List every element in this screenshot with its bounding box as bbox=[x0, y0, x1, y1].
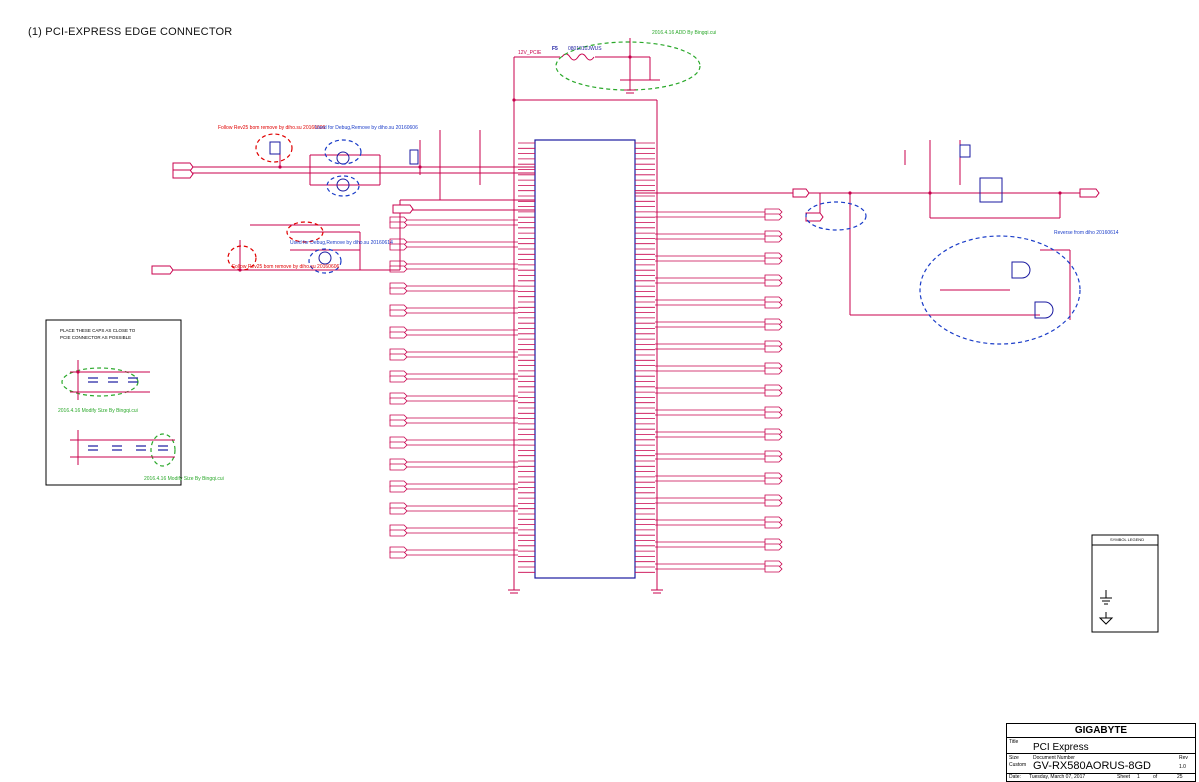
title-block-doc-row bbox=[1007, 753, 1195, 774]
modify-note-1: 2016.4.16 Modify Size By Bingqi.cui bbox=[58, 408, 138, 414]
tx-net-flag bbox=[764, 565, 783, 573]
decoupling-caps bbox=[70, 360, 175, 465]
rx-net-flag bbox=[389, 265, 408, 273]
rx-net-flag bbox=[389, 375, 408, 383]
tx-net-flag bbox=[764, 521, 783, 529]
doc-number-value: GV-RX580AORUS-8GD bbox=[1033, 760, 1151, 772]
rail-grounds bbox=[508, 89, 663, 594]
fuse-part-label: 0801010JWUS bbox=[568, 46, 602, 52]
decoupling-cap-plates bbox=[88, 377, 168, 451]
rx-net-flag bbox=[389, 287, 408, 295]
title-block-title-row bbox=[1007, 737, 1195, 754]
tx-net-flag bbox=[764, 499, 783, 507]
left-net-flags bbox=[151, 162, 414, 275]
right-net-flags bbox=[792, 188, 1100, 222]
rx-net-flag bbox=[389, 353, 408, 361]
rx-net-flag bbox=[389, 529, 408, 537]
rx-net-flag bbox=[389, 243, 408, 251]
tx-net-flag bbox=[764, 235, 783, 243]
rx-net-flag bbox=[389, 441, 408, 449]
right-pin-wires bbox=[635, 142, 783, 573]
company-name: GIGABYTE bbox=[1074, 725, 1128, 736]
modify-note-2: 2016.4.16 Modify Size By Bingqi.cui bbox=[144, 476, 224, 482]
title-value: PCI Express bbox=[1033, 742, 1089, 753]
rx-net-flag bbox=[389, 463, 408, 471]
tx-net-flag bbox=[764, 433, 783, 441]
tx-net-flag bbox=[764, 213, 783, 221]
rx-net-flag bbox=[389, 309, 408, 317]
top-left-circuit bbox=[170, 130, 535, 271]
fuse-ref-label: F5 bbox=[552, 46, 558, 52]
date-label: Date: bbox=[1009, 774, 1021, 780]
fuse-net-label: 12V_PCIE bbox=[518, 50, 542, 56]
ground-symbols bbox=[1098, 590, 1114, 625]
follow-rev-note-1: Follow Rev25 bom remove by diho.su 20160… bbox=[218, 125, 326, 131]
sheet-value: 1 bbox=[1137, 774, 1140, 780]
size-label: Size bbox=[1009, 755, 1019, 761]
tx-net-flag bbox=[764, 455, 783, 463]
left-pin-wires bbox=[389, 142, 535, 573]
sheet-total: 25 bbox=[1177, 774, 1183, 780]
add-note: 2016.4.16 ADD By Bingqi.cui bbox=[652, 30, 717, 36]
top-left-components bbox=[269, 141, 419, 265]
follow-rev-note-2: Follow Rev25 bom remove by diho.su 20160… bbox=[232, 264, 340, 270]
decoupling-caps-box bbox=[45, 319, 182, 486]
title-block: GIGABYTE Title PCI Express Size Custom D… bbox=[1006, 723, 1196, 782]
tx-net-flag bbox=[764, 301, 783, 309]
rx-net-flag bbox=[389, 507, 408, 515]
caps-note-2: PCIE CONNECTOR AS POSSIBLE bbox=[60, 335, 132, 340]
tx-net-flag bbox=[764, 367, 783, 375]
title-block-company-row bbox=[1007, 724, 1195, 738]
power-rails bbox=[513, 38, 660, 590]
rx-net-flag bbox=[389, 551, 408, 559]
right-side-circuit bbox=[635, 140, 1080, 320]
rx-net-flag bbox=[389, 419, 408, 427]
tx-net-flag bbox=[764, 543, 783, 551]
rev-value: 1.0 bbox=[1179, 764, 1186, 770]
date-value: Tuesday, March 07, 2017 bbox=[1029, 774, 1086, 780]
tx-net-flag bbox=[764, 411, 783, 419]
of-label: of bbox=[1153, 774, 1158, 780]
size-value: Custom bbox=[1009, 762, 1027, 768]
tx-net-flag bbox=[764, 257, 783, 265]
rev-label: Rev bbox=[1179, 755, 1188, 761]
tx-net-flag bbox=[764, 345, 783, 353]
caps-note-1: PLACE THESE CAPS AS CLOSE TO bbox=[60, 328, 136, 333]
debug-remove-note-2: Used for Debug,Remove by diho.su 2016061… bbox=[290, 240, 393, 246]
junction-dots bbox=[76, 55, 1062, 374]
title-label: Title bbox=[1009, 739, 1019, 745]
fuse-symbol bbox=[561, 53, 595, 61]
tx-net-flag bbox=[764, 389, 783, 397]
tx-net-flag bbox=[764, 323, 783, 331]
rx-net-flag bbox=[389, 331, 408, 339]
rx-net-flag bbox=[389, 397, 408, 405]
symbol-legend-box bbox=[1091, 534, 1159, 633]
debug-remove-note-1: Used for Debug,Remove by diho.su 2016060… bbox=[315, 125, 418, 131]
symbol-legend-title: SYMBOL LEGEND bbox=[1110, 537, 1145, 542]
pcie-connector-body bbox=[534, 139, 636, 579]
sheet-label: Sheet bbox=[1117, 774, 1131, 780]
sheet-title: (1) PCI-EXPRESS EDGE CONNECTOR bbox=[28, 26, 233, 38]
doc-number-label: Document Number bbox=[1033, 755, 1075, 761]
rx-net-flag bbox=[389, 485, 408, 493]
tx-net-flag bbox=[764, 477, 783, 485]
tx-net-flag bbox=[764, 279, 783, 287]
rx-net-flag bbox=[389, 221, 408, 229]
reverse-note: Reverse from diho 20160614 bbox=[1054, 230, 1119, 236]
right-side-components bbox=[959, 144, 1054, 319]
